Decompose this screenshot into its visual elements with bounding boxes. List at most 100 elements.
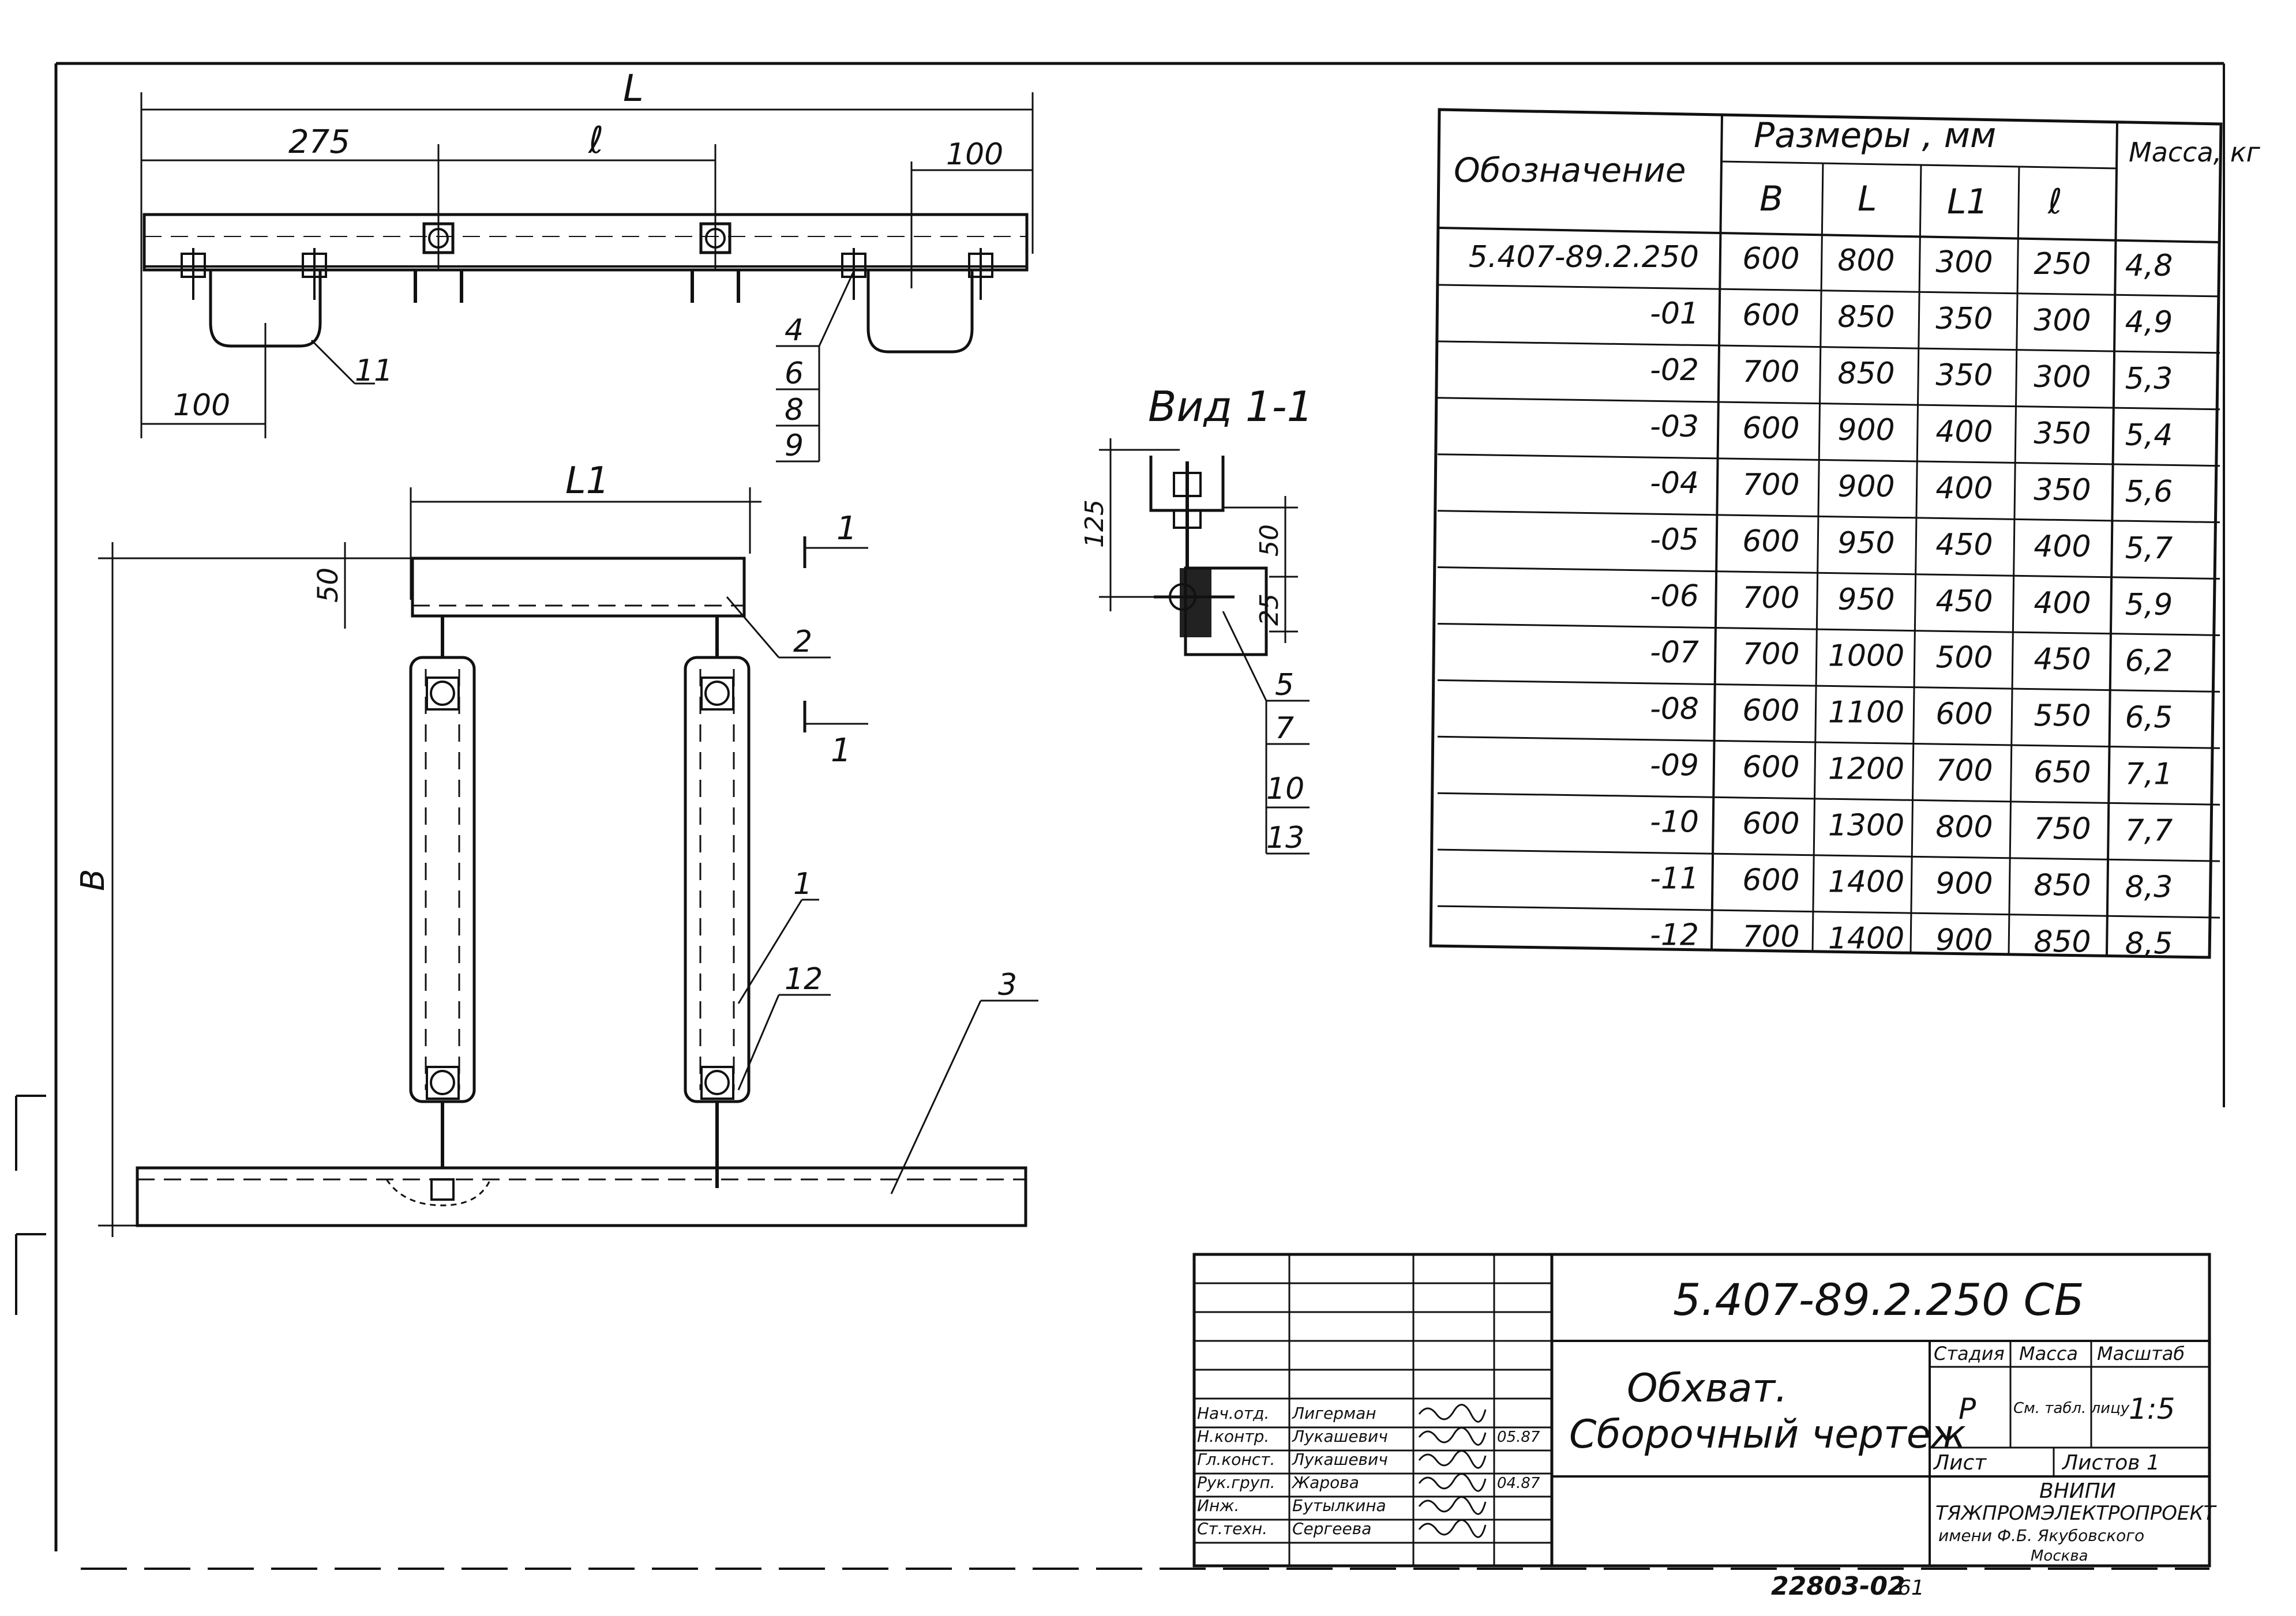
header-mass-text: Масса, кг [2129, 137, 2261, 168]
col-header-B: B [1759, 179, 1783, 219]
table-cell-mass: 7,7 [2125, 813, 2173, 848]
table-cell-mass: 5,3 [2125, 362, 2173, 396]
table-cell-designation: -12 [1650, 918, 1699, 952]
table-cell-b: 600 [1742, 411, 1799, 446]
dim-100-left-label: 100 [173, 388, 230, 423]
org-line4: Москва [2031, 1547, 2088, 1565]
table-cell-l: 950 [1837, 526, 1894, 561]
col-header-l: ℓ [2047, 182, 2062, 222]
table-cell-l1: 400 [1935, 471, 1993, 506]
size-table: Обозначение Размеры , мм Масса, кг B L L… [1429, 108, 2261, 961]
table-cell-l: 1000 [1828, 639, 1904, 674]
dim-l-label: ℓ [588, 119, 603, 162]
table-cell-l: 900 [1837, 413, 1894, 448]
signer-name: Лигерман [1292, 1404, 1376, 1423]
signature-mark [1418, 1404, 1487, 1423]
table-cell-l: 1300 [1828, 808, 1904, 843]
table-cell-l: 250 [2034, 247, 2091, 281]
signer-row: Инж.Бутылкина [1197, 1496, 1487, 1515]
signature-mark [1418, 1496, 1487, 1515]
table-cell-l: 850 [1837, 300, 1894, 335]
signer-date: 05.87 [1497, 1429, 1540, 1446]
signer-role: Н.контр. [1197, 1427, 1269, 1446]
table-cell-l: 850 [2034, 868, 2091, 903]
table-cell-l: 750 [2034, 811, 2091, 846]
table-cell-designation: -07 [1650, 636, 1699, 670]
callout-7: 7 [1275, 711, 1294, 746]
callout-stack-4-6-8-9: 4 6 8 9 [776, 270, 855, 463]
table-cell-l: 550 [2034, 699, 2091, 734]
size-table-grid [1429, 108, 2223, 959]
table-cell-mass: 4,9 [2125, 305, 2173, 340]
callout-9: 9 [785, 429, 804, 463]
sheet-frame [15, 62, 2225, 1570]
table-cell-l: 400 [2034, 529, 2091, 564]
table-cell-l: 650 [2034, 756, 2091, 790]
table-cell-mass: 5,9 [2125, 588, 2173, 622]
front-view-dimensions: L1 50 B [74, 460, 761, 1237]
table-cell-l: 850 [2034, 924, 2091, 959]
table-cell-designation: -03 [1650, 409, 1699, 444]
callout-10: 10 [1266, 772, 1304, 806]
signer-role: Инж. [1197, 1496, 1239, 1515]
table-cell-l: 900 [1837, 469, 1894, 504]
col-header-L1: L1 [1947, 182, 1989, 222]
title-block: 5.407-89.2.250 СБ Обхват. Сборочный черт… [1192, 1253, 2217, 1568]
callout-6: 6 [785, 356, 804, 391]
section-title: Вид 1-1 [1148, 382, 1313, 431]
archive-code: 22803-02 [1771, 1572, 1905, 1601]
table-cell-l1: 350 [1935, 302, 1993, 336]
table-cell-mass: 8,3 [2125, 870, 2173, 904]
sheets-label: Листов 1 [2061, 1451, 2160, 1475]
drawing-title-line2: Сборочный чертеж [1569, 1412, 1966, 1457]
table-cell-b: 600 [1742, 524, 1799, 559]
title-block-grid [1192, 1253, 2211, 1568]
table-cell-designation: -02 [1650, 353, 1699, 388]
table-cell-designation: -09 [1650, 749, 1699, 783]
signer-row: Нач.отд.Лигерман [1197, 1404, 1487, 1423]
table-cell-l1: 450 [1935, 528, 1993, 562]
table-cell-b: 700 [1742, 355, 1799, 389]
strap-left [409, 616, 476, 1168]
table-cell-l: 350 [2034, 416, 2091, 451]
table-cell-mass: 6,5 [2125, 701, 2173, 735]
table-cell-b: 600 [1742, 694, 1799, 728]
callout-8: 8 [785, 393, 804, 427]
signer-name: Жарова [1291, 1473, 1359, 1492]
table-cell-l1: 900 [1935, 923, 1993, 957]
square-nut-right [699, 222, 731, 254]
scale-value: 1:5 [2129, 1392, 2175, 1426]
callout-13: 13 [1266, 821, 1304, 855]
table-cell-designation: -11 [1650, 861, 1699, 896]
table-cell-l1: 450 [1935, 584, 1993, 619]
signature-mark [1418, 1427, 1487, 1446]
table-cell-designation: -08 [1650, 692, 1699, 727]
section-marker-top-label: 1 [836, 510, 857, 547]
header-designation: Обозначение [1454, 151, 1686, 190]
table-cell-b: 600 [1742, 298, 1799, 333]
dim-50-section-label: 50 [1255, 524, 1284, 557]
table-cell-l: 950 [1837, 582, 1894, 617]
org-line1: ВНИПИ [2039, 1479, 2116, 1503]
table-cell-l: 1100 [1828, 696, 1904, 730]
signer-role: Рук.груп. [1197, 1473, 1275, 1492]
footer: 22803-02 61 [1771, 1572, 1924, 1601]
section-marker-1-1: 1 1 [803, 510, 868, 769]
sheet-code: 61 [1898, 1576, 1924, 1600]
section-view: Вид 1-1 125 50 25 5 7 [1080, 382, 1313, 855]
table-cell-l: 400 [2034, 586, 2091, 621]
signature-mark [1418, 1473, 1487, 1492]
table-cell-l1: 900 [1935, 866, 1993, 901]
table-cell-mass: 6,2 [2125, 644, 2173, 679]
table-cell-mass: 5,4 [2125, 418, 2173, 453]
scale-label: Масштаб [2097, 1343, 2185, 1365]
signer-name: Сергеева [1292, 1519, 1371, 1538]
